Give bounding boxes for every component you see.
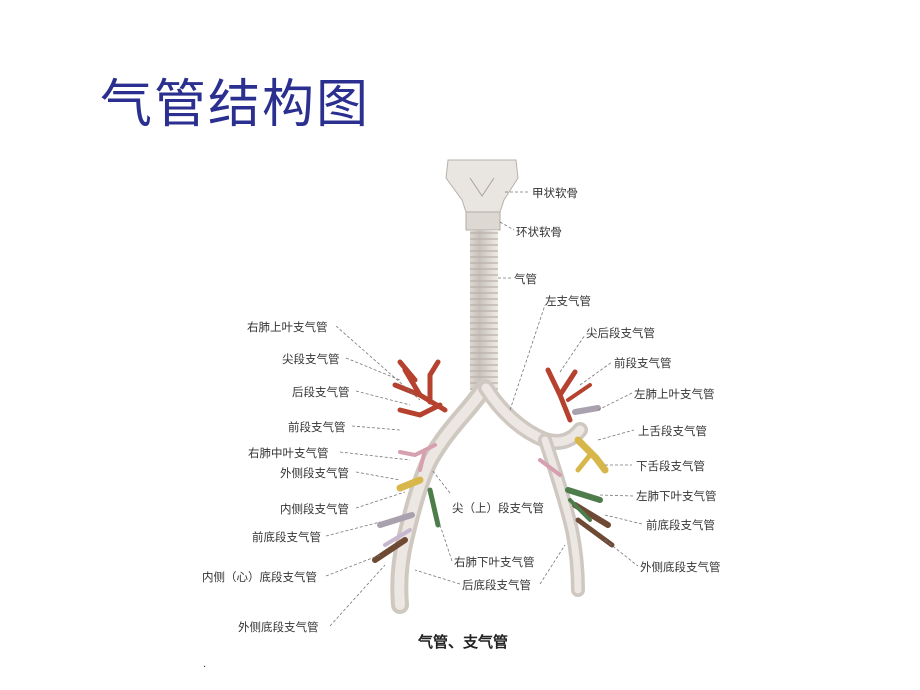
footnote-dot: .: [203, 659, 207, 670]
label-right-lower-lobe-bronchus: 右肺下叶支气管: [454, 555, 535, 569]
label-left-anterior-bronchus: 前段支气管: [614, 356, 672, 370]
label-right-lateral-bronchus: 外侧段支气管: [280, 466, 349, 480]
thyroid-cartilage: [445, 159, 519, 213]
label-right-upper-lobe-bronchus: 右肺上叶支气管: [247, 320, 328, 334]
label-left-anterior-basal-bronchus: 前底段支气管: [646, 518, 715, 532]
label-right-anterior-basal-bronchus: 前底段支气管: [252, 530, 321, 544]
trachea-tube: [470, 230, 498, 390]
cricoid-cartilage: [465, 211, 501, 231]
label-right-lateral-basal-bronchus: 外侧底段支气管: [238, 620, 319, 634]
right-lower-branches: [372, 476, 441, 563]
label-right-apical-bronchus: 尖段支气管: [282, 352, 340, 366]
right-upper-branches: [392, 359, 448, 418]
label-trachea: 气管: [514, 272, 537, 286]
label-posterior-basal-bronchus: 后底段支气管: [462, 578, 531, 592]
label-thyroid-cartilage: 甲状软骨: [532, 186, 578, 200]
label-superior-segment-bronchus: 尖（上）段支气管: [452, 501, 544, 515]
right-middle-branches: [398, 443, 437, 472]
main-bronchi: [390, 379, 588, 614]
label-right-medial-bronchus: 内侧段支气管: [280, 502, 349, 516]
label-superior-lingular-bronchus: 上舌段支气管: [638, 424, 707, 438]
label-left-main-bronchus: 左支气管: [545, 294, 591, 308]
label-left-lateral-basal-bronchus: 外侧底段支气管: [640, 560, 721, 574]
figure-caption: 气管、支气管: [418, 633, 509, 651]
left-upper-branches: [545, 367, 601, 423]
label-right-middle-lobe-bronchus: 右肺中叶支气管: [248, 446, 329, 460]
label-left-lower-lobe-bronchus: 左肺下叶支气管: [636, 489, 717, 503]
label-right-anterior-bronchus: 前段支气管: [288, 420, 346, 434]
label-apicoposterior-bronchus: 尖后段支气管: [586, 326, 655, 340]
label-right-posterior-bronchus: 后段支气管: [292, 385, 350, 399]
label-inferior-lingular-bronchus: 下舌段支气管: [636, 459, 705, 473]
lingular-branches: [574, 436, 609, 474]
page-title: 气管结构图: [100, 75, 371, 135]
leader-lines: [325, 191, 643, 627]
label-left-upper-lobe-bronchus: 左肺上叶支气管: [634, 387, 715, 401]
label-medial-basal-bronchus: 内侧（心）底段支气管: [202, 570, 317, 584]
label-cricoid-cartilage: 环状软骨: [516, 225, 562, 239]
